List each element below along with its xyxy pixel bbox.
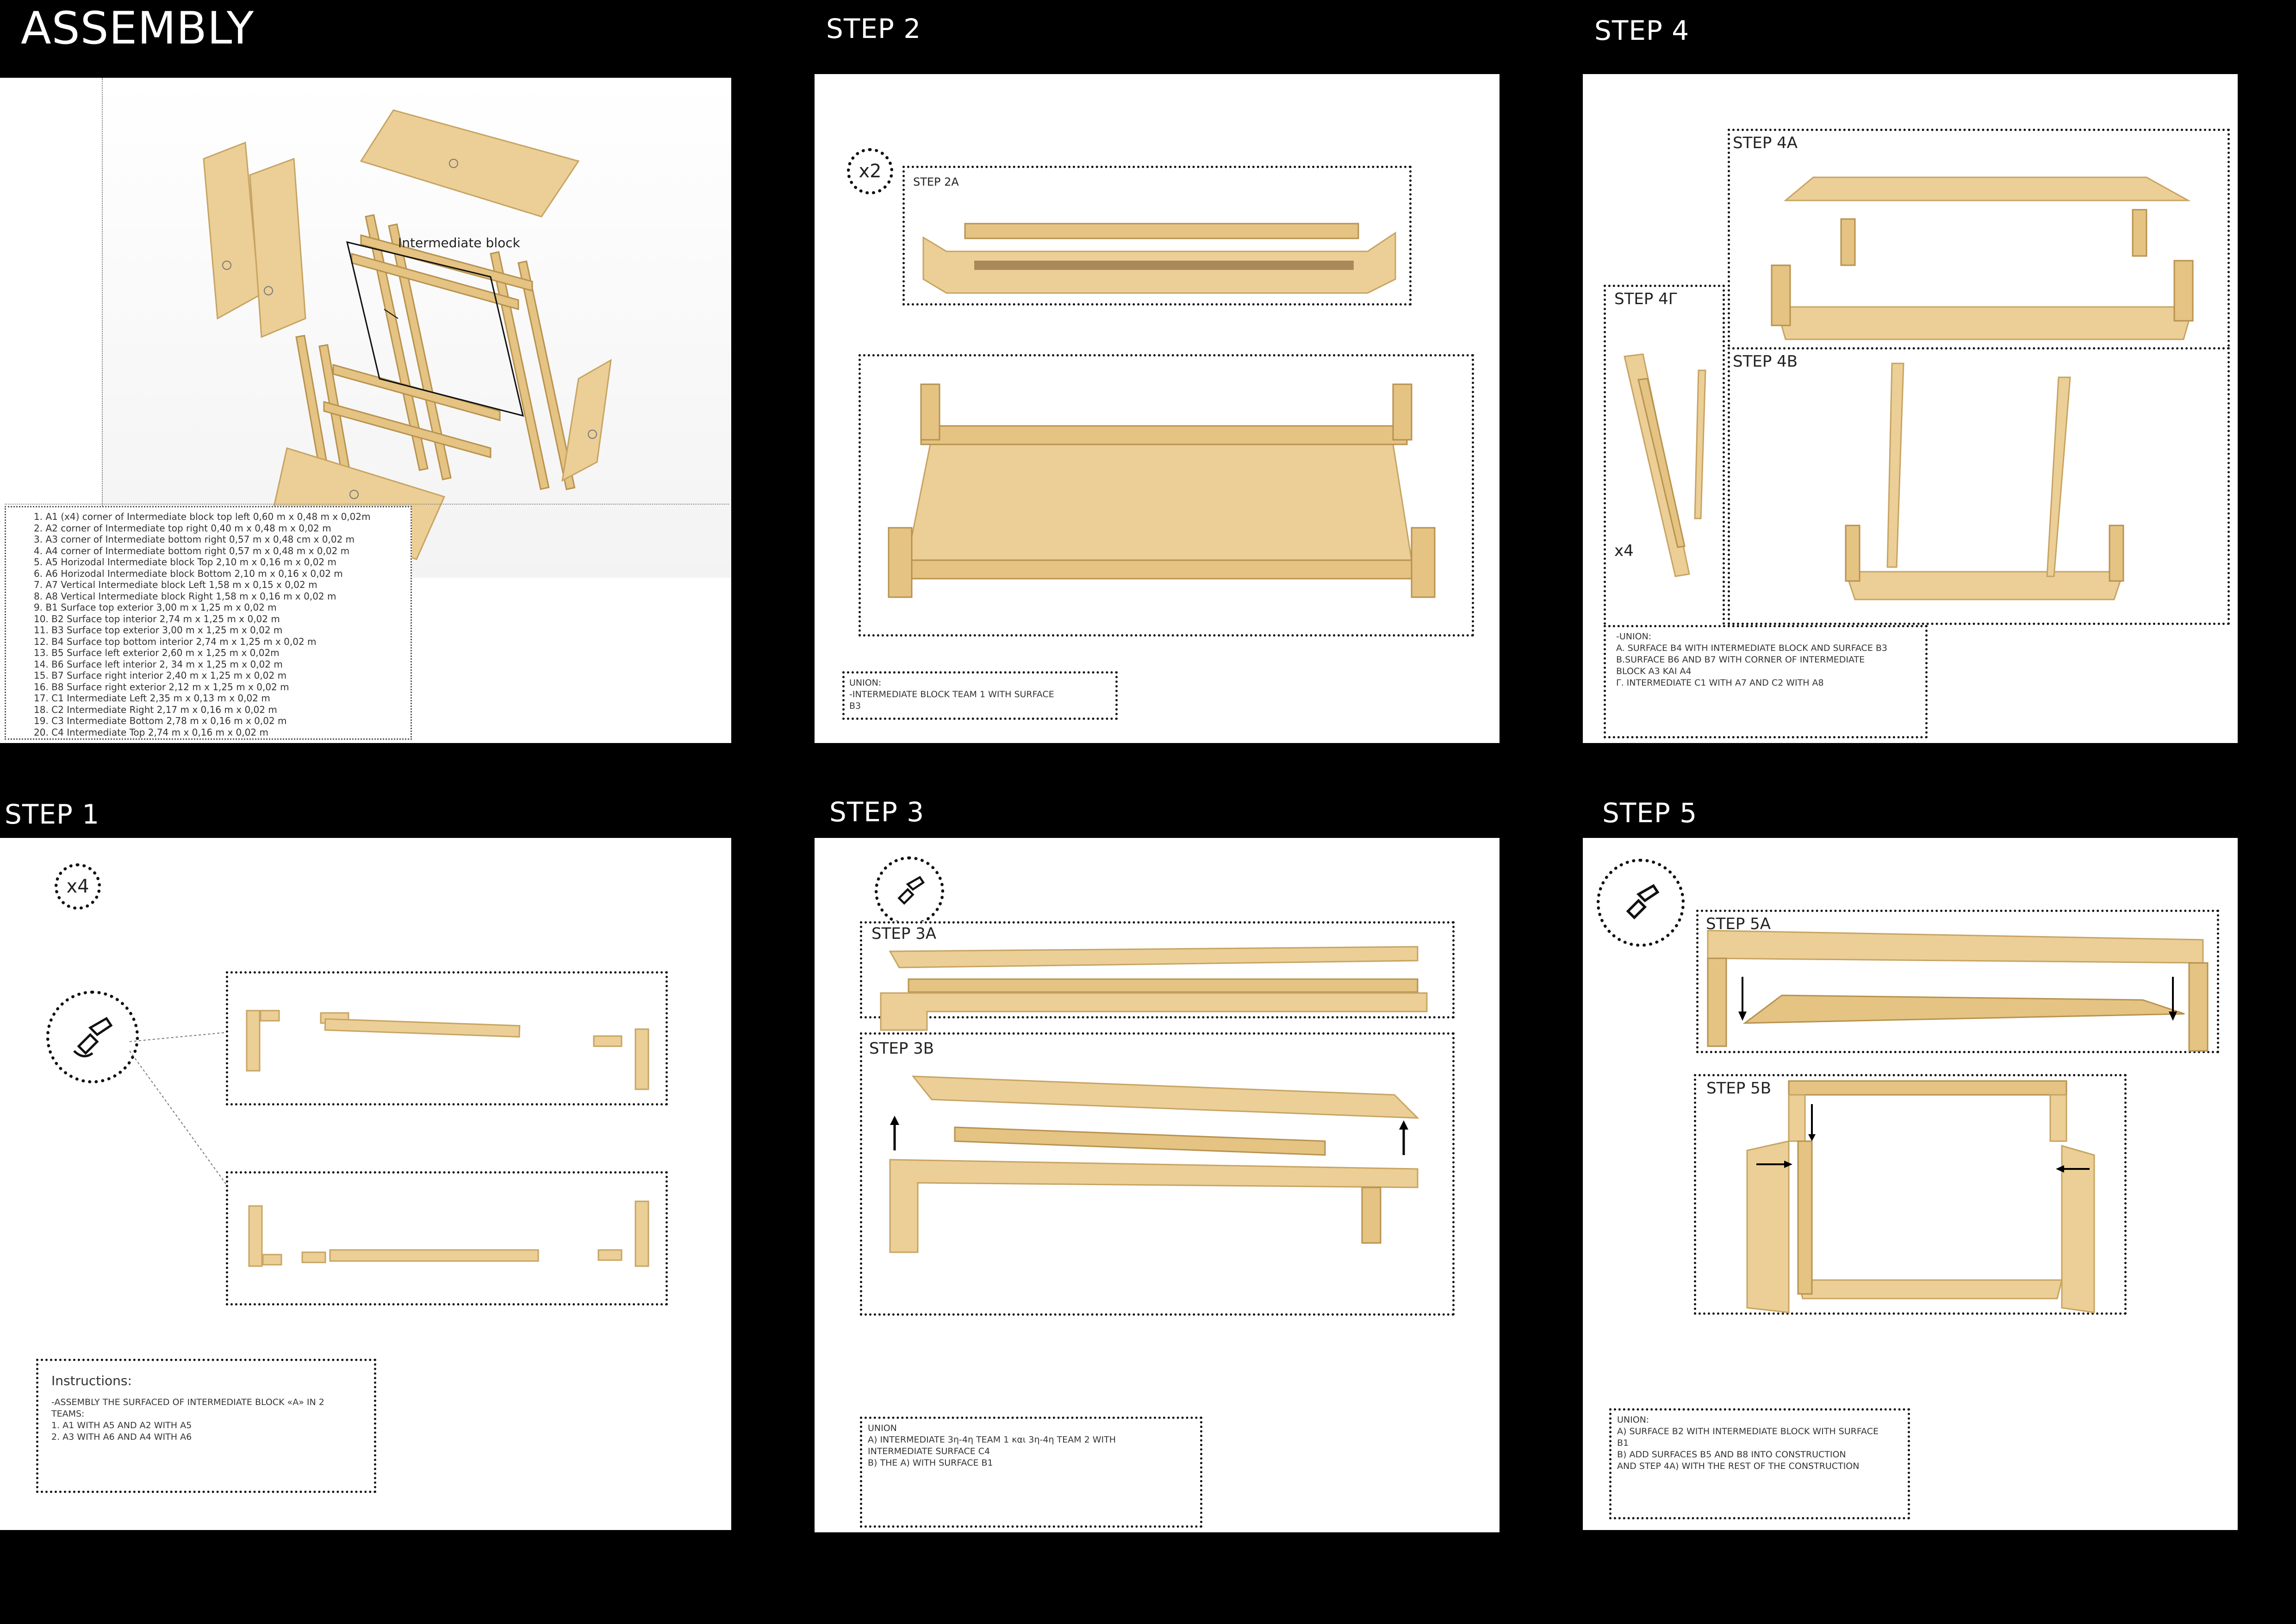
- step3b-surface-drawing: [862, 1035, 1457, 1318]
- intermediate-block-callout: Intermediate block: [398, 235, 520, 250]
- step2a-frame-drawing: [905, 168, 1414, 308]
- step4g-box: STEP 4Γ x4: [1604, 285, 1725, 648]
- step4b-box: STEP 4B: [1728, 347, 2230, 625]
- multiplier-label: x4: [1614, 542, 1634, 560]
- hand-tool-badge: [46, 991, 139, 1083]
- step4-union-note: -UNION:A. SURFACE B4 WITH INTERMEDIATE B…: [1604, 625, 1928, 738]
- step3a-box: STEP 3A: [860, 921, 1455, 1018]
- step2-surface-with-frame-drawing: [861, 356, 1476, 639]
- left-panel-inner: [250, 159, 305, 337]
- step3-union-note: UNIONA) INTERMEDIATE 3η-4η TEAM 1 και 3η…: [860, 1417, 1202, 1528]
- team2-parts-drawing: [228, 1174, 670, 1308]
- step5-title: STEP 5: [1602, 797, 1697, 829]
- step3-panel: STEP 3A STEP 3B UNIONA) INTERMEDIATE 3η-…: [815, 838, 1500, 1532]
- left-panel-outer: [204, 143, 259, 319]
- step5a-box: STEP 5A: [1696, 910, 2219, 1053]
- step4g-drawing: [1606, 287, 1727, 650]
- hand-tool-badge: [875, 856, 944, 926]
- multiplier-x4-badge: x4: [55, 863, 101, 910]
- step1-team2-box: [226, 1171, 668, 1305]
- step5a-drawing: [1699, 912, 2221, 1056]
- step5b-box: STEP 5B: [1694, 1074, 2127, 1315]
- hammer-hand-icon: [889, 870, 930, 912]
- exploded-view-drawing: [0, 78, 731, 578]
- step4-panel: STEP 4A STEP 4B STEP 4Γ x4 -UNION:A. SUR…: [1583, 74, 2238, 743]
- team1-parts-drawing: [228, 974, 670, 1108]
- step4b-drawing: [1730, 350, 2232, 627]
- step4-title: STEP 4: [1594, 15, 1689, 46]
- right-panel: [562, 360, 611, 481]
- hand-tool-badge: [1597, 859, 1685, 947]
- step5b-drawing: [1696, 1076, 2129, 1317]
- step1-team1-box: [226, 971, 668, 1106]
- hammer-hand-icon: [1615, 877, 1666, 928]
- step1-title: STEP 1: [5, 799, 100, 830]
- step5-panel: STEP 5A STEP 5B UNION:A) SURFACE B2 WITH…: [1583, 838, 2238, 1530]
- step3b-box: STEP 3B: [860, 1032, 1455, 1316]
- step1-panel: x4 Instructions: -ASSEMBLY THE SURFACED …: [0, 838, 731, 1530]
- assembly-panel: Intermediate block 1. A1 (x4) corner of …: [0, 78, 731, 743]
- step2-title: STEP 2: [826, 13, 921, 44]
- assembly-title: ASSEMBLY: [21, 2, 254, 54]
- multiplier-x2-badge: x2: [847, 148, 893, 194]
- step3a-frames-drawing: [862, 924, 1457, 1021]
- step1-instructions: Instructions: -ASSEMBLY THE SURFACED OF …: [36, 1359, 376, 1493]
- step3-title: STEP 3: [829, 796, 924, 828]
- hammer-hand-icon: [65, 1009, 120, 1065]
- step2a-box: STEP 2A: [902, 166, 1412, 306]
- step2-panel: x2 STEP 2A UNION:-INTERMEDIATE BLOCK TEA…: [815, 74, 1500, 743]
- step5-union-note: UNION:A) SURFACE B2 WITH INTERMEDIATE BL…: [1609, 1408, 1910, 1519]
- step2-union-note: UNION:-INTERMEDIATE BLOCK TEAM 1 WITH SU…: [842, 671, 1118, 720]
- parts-list: 1. A1 (x4) corner of Intermediate block …: [5, 506, 412, 740]
- top-surface-panel: [361, 110, 579, 217]
- step2-main-box: [859, 354, 1474, 637]
